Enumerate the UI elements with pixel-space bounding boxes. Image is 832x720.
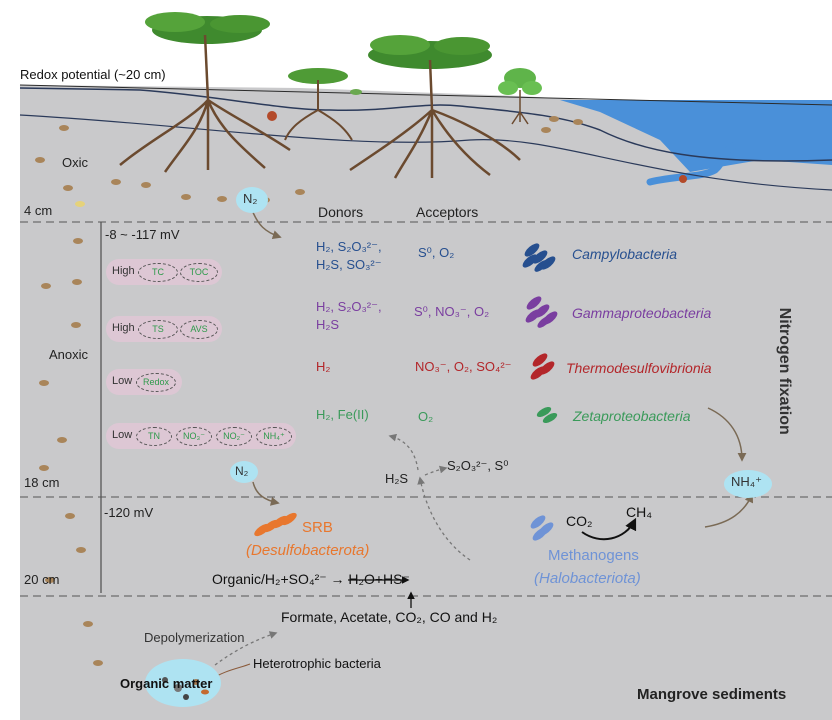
mangrove-sediments-label: Mangrove sediments <box>637 686 787 703</box>
thiosulfate-sulfur-label: S₂O₃²⁻, S⁰ <box>447 458 509 473</box>
co2-label: CO₂ <box>566 513 593 529</box>
campylobacteria-cells <box>522 243 556 272</box>
campylo-donors-line2: H₂S, SO₃²⁻ <box>316 257 382 272</box>
n2-label-lower: N₂ <box>235 464 249 478</box>
thermo-donors: H₂ <box>316 359 331 374</box>
factor-level: Low <box>112 375 133 387</box>
mangrove-tree-middle <box>284 68 353 141</box>
factor-level: High <box>112 265 135 277</box>
gammaproteobacteria-cells <box>525 296 558 328</box>
heterotrophic-label: Heterotrophic bacteria <box>253 656 381 671</box>
factor-oval: TOC <box>180 263 218 282</box>
depolymerization-label: Depolymerization <box>144 630 245 645</box>
zetaproteobacteria-cells <box>536 406 558 424</box>
h2s-to-fe-arrow <box>388 433 419 471</box>
depth-20cm-label: 20 cm <box>24 572 60 587</box>
ch4-label: CH₄ <box>626 504 652 520</box>
water-body <box>560 100 832 172</box>
factor-pill-redox: Low Redox <box>106 369 182 395</box>
anoxic-label: Anoxic <box>49 347 89 362</box>
srb-equation: Organic/H₂+SO₄²⁻ → H₂O+HS⁻ <box>212 571 410 587</box>
nh4-upward-arrow <box>704 493 754 528</box>
thermodesulfovibrionia-cells <box>530 353 555 380</box>
products-label: Formate, Acetate, CO₂, CO and H₂ <box>281 609 498 625</box>
nh4-label: NH₄⁺ <box>731 474 762 489</box>
factor-oval: AVS <box>180 320 218 339</box>
nitrogen-fixation-label: Nitrogen fixation <box>775 307 793 435</box>
surface-top-line <box>19 84 832 106</box>
acceptors-header: Acceptors <box>416 204 479 220</box>
gammaproteobacteria-name: Gammaproteobacteria <box>572 305 712 321</box>
redox-upper-range: -8 ~ -117 mV <box>105 227 180 242</box>
redox-surface-line <box>19 87 832 162</box>
sediment-body <box>20 85 832 720</box>
srb-name: SRB <box>302 519 333 536</box>
zetaproteobacteria-name: Zetaproteobacteria <box>573 408 691 424</box>
n2-arrow-top <box>251 209 282 239</box>
factor-level: High <box>112 322 135 334</box>
campylo-donors-line1: H₂, S₂O₃²⁻, <box>316 239 382 254</box>
depth-18cm-label: 18 cm <box>24 475 60 490</box>
organic-matter-bubble <box>145 659 221 707</box>
factor-oval: NO₂⁻ <box>216 427 252 446</box>
factor-oval: NO₃⁻ <box>176 427 212 446</box>
factor-oval: TC <box>138 263 178 282</box>
gamma-donors-line2: H₂S <box>316 317 340 332</box>
mangrove-tree-left <box>119 12 291 173</box>
factor-oval: NH₄⁺ <box>256 427 292 446</box>
depolymerization-arrow <box>214 631 278 666</box>
srb-cells <box>254 512 297 537</box>
factor-pill-tc-toc: High TC TOC <box>106 259 222 285</box>
factor-level: Low <box>112 429 133 441</box>
gamma-donors-line1: H₂, S₂O₃²⁻, <box>316 299 382 314</box>
n2-bubble-lower <box>230 461 258 483</box>
campylo-acceptors: S⁰, O₂ <box>418 245 455 260</box>
factor-pill-nitrogen: Low TN NO₃⁻ NO₂⁻ NH₄⁺ <box>106 423 296 449</box>
thermodesulfovibrionia-name: Thermodesulfovibrionia <box>566 360 712 376</box>
factor-oval: Redox <box>136 373 176 392</box>
co2-to-ch4-arrow <box>581 517 637 541</box>
zeta-donors: H₂, Fe(II) <box>316 407 369 422</box>
zeta-acceptors: O₂ <box>418 409 434 424</box>
oxic-label: Oxic <box>62 155 88 170</box>
n2-bubble-top <box>236 187 268 213</box>
organic-matter-particles <box>162 677 209 700</box>
crab-1 <box>267 111 277 121</box>
thermo-acceptors: NO₃⁻, O₂, SO₄²⁻ <box>415 359 512 374</box>
leaf-floating <box>350 89 362 95</box>
campylobacteria-name: Campylobacteria <box>572 246 678 262</box>
factor-oval: TN <box>136 427 172 446</box>
mangrove-tree-right <box>349 35 521 179</box>
nh4-bubble <box>724 470 772 498</box>
methanogen-cells <box>530 515 554 541</box>
redox-lower-value: -120 mV <box>104 505 154 520</box>
n2-label-top: N₂ <box>243 191 258 206</box>
srb-taxon: (Desulfobacterota) <box>246 542 370 559</box>
methanogens-taxon: (Halobacteriota) <box>534 570 641 587</box>
zeta-to-nh4-arrow <box>707 407 747 462</box>
h2s-label: H₂S <box>385 471 409 486</box>
factor-oval: TS <box>138 320 178 339</box>
crab-2 <box>679 175 687 183</box>
h2s-to-thiosulfate-arrow <box>424 465 448 476</box>
depth-4cm-label: 4 cm <box>24 203 53 218</box>
donors-header: Donors <box>318 204 364 220</box>
methanogens-name: Methanogens <box>548 547 639 564</box>
organic-matter-label: Organic matter <box>120 676 213 691</box>
seedling-plant <box>498 68 542 125</box>
factor-pill-ts-avs: High TS AVS <box>106 316 222 342</box>
gamma-acceptors: S⁰, NO₃⁻, O₂ <box>414 304 490 319</box>
n2-arrow-lower <box>252 481 280 506</box>
redox-potential-label: Redox potential (~20 cm) <box>20 67 166 82</box>
